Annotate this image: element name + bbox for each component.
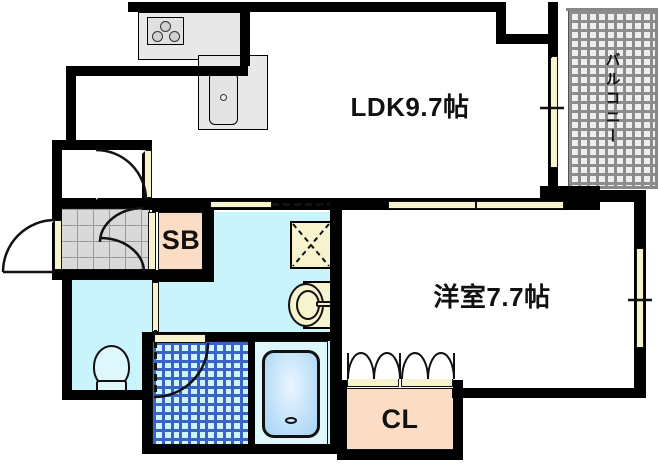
wall-kitchen-alcove-left	[66, 66, 76, 148]
wall-hallway-bottom	[62, 390, 152, 400]
washing-machine-pan-cross	[292, 223, 330, 267]
balcony-frame-bottom	[566, 186, 658, 189]
stove-burner-left	[152, 31, 163, 42]
balcony-frame-top	[566, 8, 658, 11]
storage-door-sash[interactable]	[144, 150, 152, 198]
bedroom-east-window-marker	[628, 298, 652, 302]
wall-ldk-top-right-step	[496, 2, 506, 44]
kitchen-sink-drain	[220, 94, 227, 101]
washroom-door-swing[interactable]	[153, 342, 210, 399]
balcony-window-sash[interactable]	[550, 56, 558, 168]
shoebox-label: SB	[161, 224, 201, 255]
wall-bedroom-northeast-connector	[596, 190, 646, 202]
bathtub	[262, 350, 320, 438]
hallway-washroom-sliding-door[interactable]	[152, 282, 159, 332]
wall-bath-bottom	[142, 444, 342, 454]
wall-ldk-top-right-run	[496, 34, 558, 44]
shoebox-area	[158, 212, 204, 270]
shoebox-side-sash[interactable]	[148, 212, 156, 270]
genkan-inner-door-swing-lower[interactable]	[99, 236, 146, 273]
wall-shoebox-bottom	[152, 270, 214, 282]
bathtub-drain	[285, 417, 297, 424]
wall-kitchen-alcove-top	[66, 66, 248, 76]
balcony-label: バルコニー	[603, 51, 621, 147]
ldk-bedroom-sliding-door-right[interactable]	[476, 201, 564, 209]
bedroom-label: 洋室7.7帖	[433, 281, 551, 312]
wall-kitchen-left	[128, 2, 138, 12]
wall-ldk-northeast-corner	[548, 2, 558, 44]
wall-bedroom-south	[452, 388, 646, 398]
ldk-north-window-sash[interactable]	[550, 56, 552, 58]
wall-bath-left	[142, 332, 152, 454]
wall-kitchen-step-horizontal	[240, 10, 250, 66]
wall-bath-tub-divider	[248, 341, 255, 449]
entrance-door-swing[interactable]	[1, 218, 58, 274]
wall-closet-left	[337, 380, 347, 458]
wall-hallway-left	[62, 272, 72, 400]
wall-genkan-bottom	[52, 270, 152, 280]
ldk-bedroom-sliding-door-left[interactable]	[388, 201, 476, 209]
closet-folding-door-arcs[interactable]	[345, 352, 457, 380]
balcony-frame-right	[655, 8, 658, 189]
wall-washroom-bath-divider	[152, 332, 332, 341]
stove-burner-right	[169, 31, 180, 42]
entrance-door-sash[interactable]	[54, 220, 62, 270]
wall-ldk-west-lower	[62, 198, 154, 208]
wall-closet-bottom	[337, 450, 463, 460]
hallway-sliding-door-track	[272, 203, 330, 206]
storage-door-swing[interactable]	[95, 148, 148, 202]
hallway-sliding-door-panel[interactable]	[210, 201, 272, 208]
bedroom-east-window-sash[interactable]	[636, 248, 644, 348]
balcony-window-marker	[540, 106, 564, 110]
genkan-inner-door-swing-upper[interactable]	[98, 206, 146, 243]
washroom-door-sash[interactable]	[154, 334, 206, 343]
stove-burner-top	[160, 21, 171, 32]
wall-closet-right	[453, 380, 463, 458]
wall-storage-top	[52, 140, 152, 150]
ldk-label: LDK9.7帖	[350, 91, 470, 122]
balcony-area	[568, 10, 656, 188]
closet-label: CL	[381, 403, 419, 434]
wall-storage-left	[52, 140, 62, 210]
wall-ldk-top	[128, 2, 504, 12]
wall-shoebox-right	[202, 200, 214, 282]
